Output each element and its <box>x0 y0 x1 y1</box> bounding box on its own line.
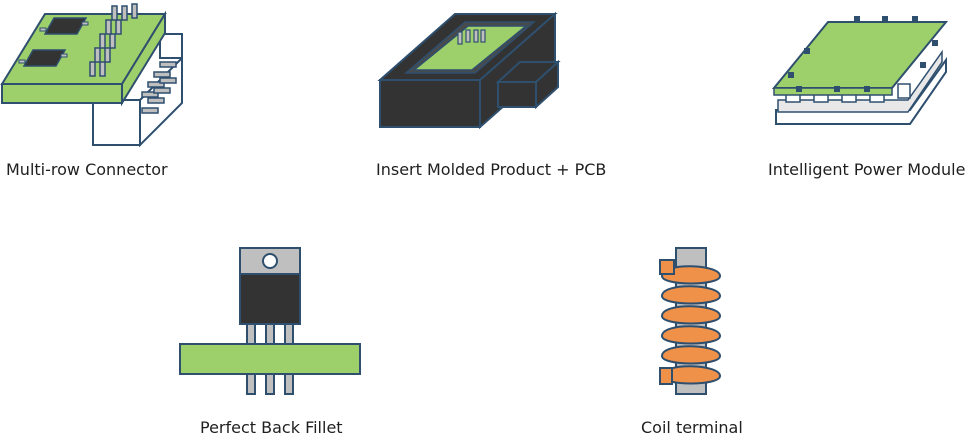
back-fillet-caption: Perfect Back Fillet <box>200 418 343 437</box>
insert-molded-illustration: Insert Molded Product + PCB <box>370 0 620 179</box>
coil-terminal-illustration: Coil terminal <box>630 240 770 440</box>
coil-terminal-drawing <box>659 247 722 395</box>
back-fillet-illustration: Perfect Back Fillet <box>170 240 370 440</box>
multi-row-connector-caption: Multi-row Connector <box>6 160 168 179</box>
back-fillet-drawing <box>179 247 361 395</box>
power-module-drawing <box>771 16 949 125</box>
insert-molded-drawing <box>377 11 561 130</box>
multi-row-connector-illustration: Multi-row Connector <box>0 0 190 179</box>
insert-molded-caption: Insert Molded Product + PCB <box>376 160 607 179</box>
multi-row-connector-drawing <box>0 3 183 148</box>
power-module-illustration: Intelligent Power Module <box>760 0 971 179</box>
power-module-caption: Intelligent Power Module <box>768 160 966 179</box>
coil-terminal-caption: Coil terminal <box>641 418 743 437</box>
